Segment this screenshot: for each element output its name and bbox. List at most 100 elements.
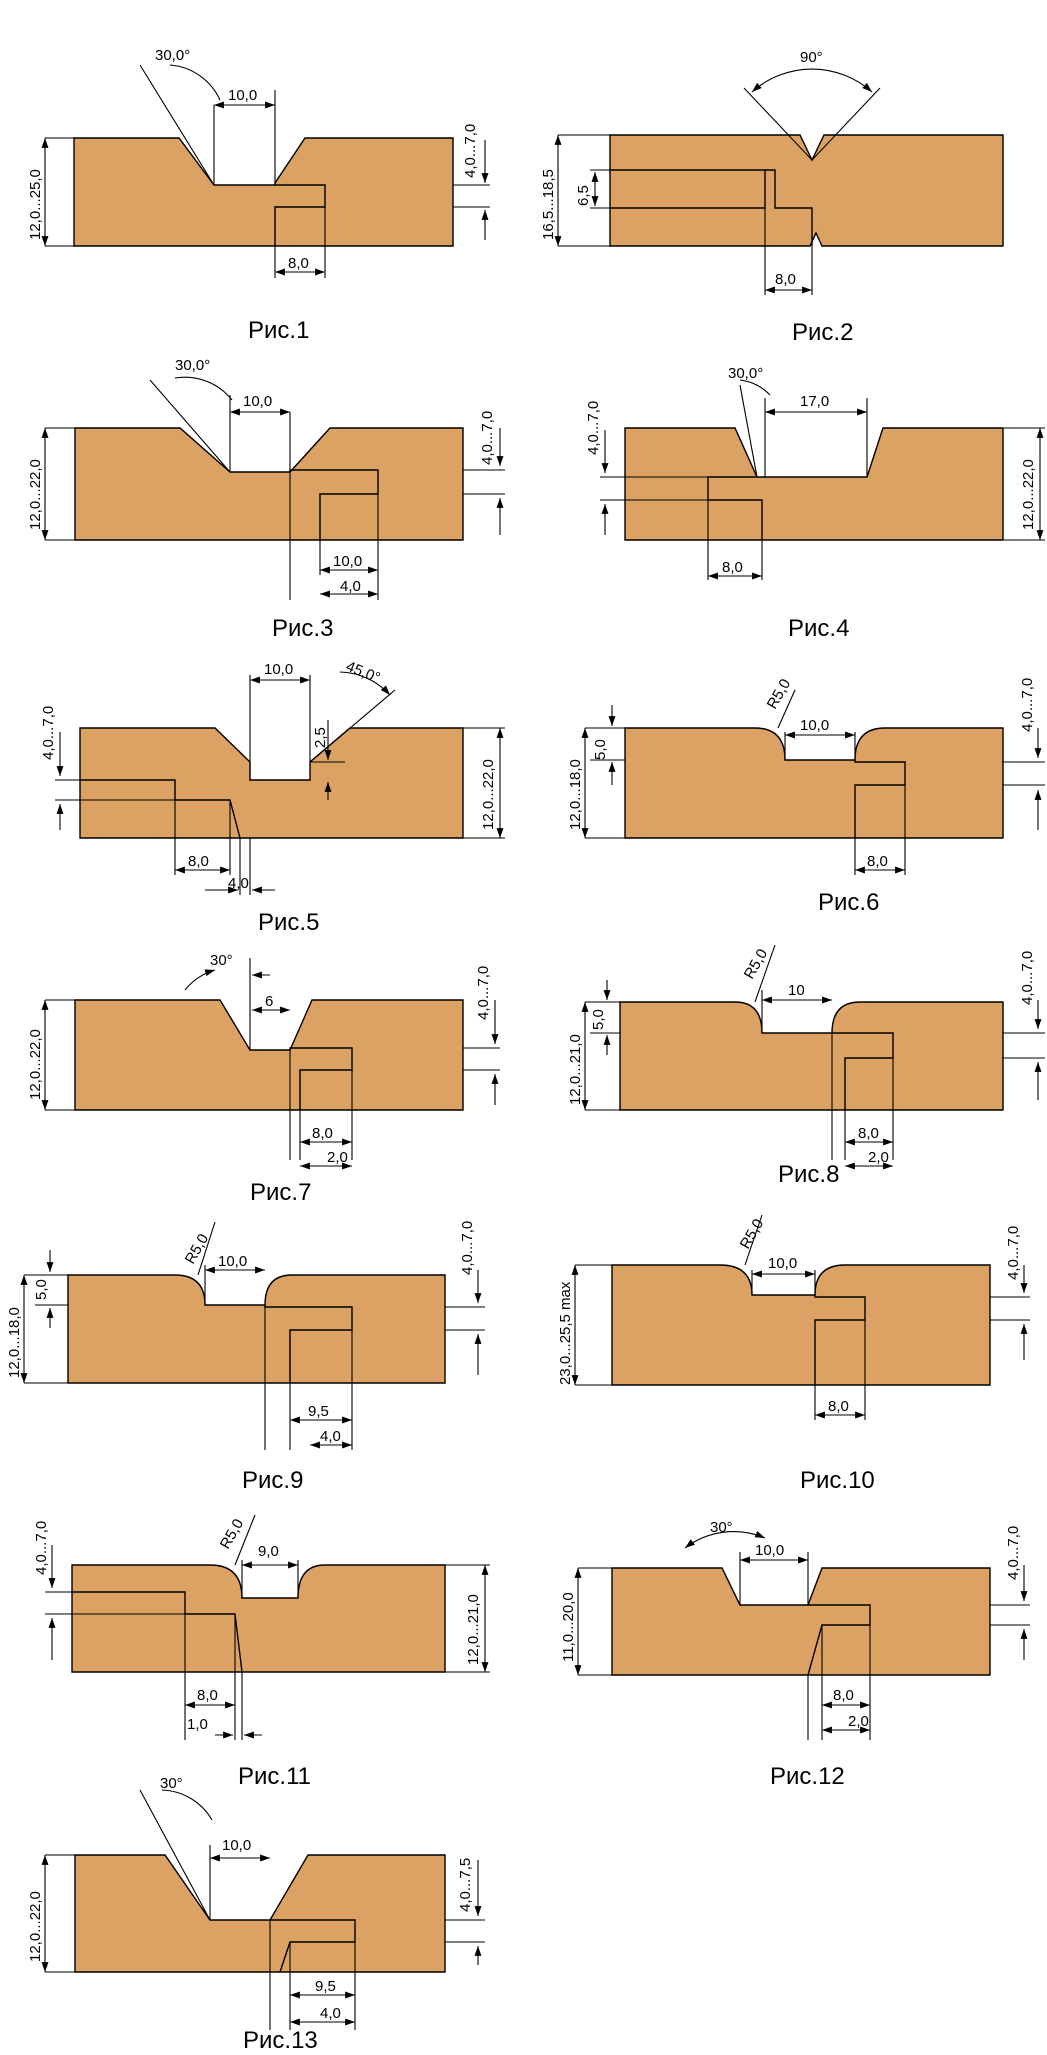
- angle-label: 30,0°: [728, 365, 763, 382]
- figure-8: R5,0 10 5,0 4,0...7,0 12,0...21,0 8,0 2,…: [567, 944, 1045, 1188]
- board-profile: [611, 1264, 991, 1386]
- figure-4: 30,0° 17,0 4,0...7,0 12,0...22,0 8,0 Рис…: [585, 365, 1045, 642]
- offset-label: 1,0: [187, 1716, 208, 1733]
- depth-range-label: 4,0...7,0: [459, 1221, 476, 1275]
- groove-width-label: 10,0: [800, 717, 829, 734]
- tongue-length-label: 9,5: [315, 1978, 336, 1995]
- figure-12: 30° 10,0 4,0...7,0 11,0...20,0 8,0 2,0 Р…: [560, 1519, 1030, 1790]
- radius-depth-label: 5,0: [590, 1009, 607, 1030]
- tongue-length-label: 8,0: [197, 1687, 218, 1704]
- radius-label: R5,0: [741, 946, 772, 982]
- offset-label: 2,0: [868, 1149, 889, 1166]
- depth-range-label: 4,0...7,0: [475, 966, 492, 1020]
- figure-9: R5,0 10,0 5,0 4,0...7,0 12,0...18,0 9,5 …: [6, 1221, 485, 1494]
- groove-width-label: 6: [265, 993, 273, 1010]
- figure-7: 30° 6 4,0...7,0 12,0...22,0 8,0 2,0 Рис.…: [27, 952, 500, 1206]
- thickness-range-label: 11,0...20,0: [560, 1592, 577, 1662]
- figure-13: 30° 10,0 4,0...7,5 12,0...22,0 9,5 4,0 Р…: [27, 1775, 485, 2054]
- groove-width-label: 10,0: [243, 393, 272, 410]
- tongue-length-label: 8,0: [722, 559, 743, 576]
- groove-width-label: 10,0: [755, 1542, 784, 1559]
- thickness-range-label: 16,5...18,5: [540, 169, 557, 240]
- board-profile: [74, 999, 464, 1111]
- figure-6: R5,0 10,0 5,0 4,0...7,0 12,0...18,0 8,0 …: [567, 676, 1045, 916]
- radius-label: R5,0: [737, 1216, 768, 1252]
- board-profile: [624, 427, 1004, 541]
- board-profile: [74, 427, 464, 541]
- angle-label: 30°: [710, 1519, 733, 1536]
- groove-width-label: 10,0: [228, 87, 257, 104]
- depth-range-label: 4,0...7,0: [40, 706, 57, 760]
- groove-width-label: 17,0: [800, 393, 829, 410]
- thickness-range-label: 23,0...25,5 max: [557, 1281, 574, 1385]
- radius-label: R5,0: [182, 1231, 213, 1267]
- figure-caption: Рис.12: [770, 1763, 845, 1790]
- tongue-length-label: 8,0: [833, 1687, 854, 1704]
- thickness-range-label: 12,0...18,0: [6, 1307, 23, 1378]
- figure-caption: Рис.1: [248, 317, 309, 344]
- thickness-range-label: 12,0...21,0: [465, 1594, 482, 1665]
- depth-range-label: 4,0...7,0: [1019, 951, 1036, 1005]
- depth-range-label: 4,0...7,0: [1005, 1226, 1022, 1280]
- board-profile: [624, 727, 1004, 839]
- angle-label: 30,0°: [155, 47, 190, 64]
- figure-1: 30,0° 10,0 4,0...7,0 12,0...25,0 8,0 Рис…: [27, 47, 490, 344]
- board-profile: [74, 1854, 446, 1973]
- depth-range-label: 4,0...7,0: [479, 411, 496, 465]
- thickness-range-label: 12,0...22,0: [27, 1891, 44, 1962]
- board-profile: [73, 137, 454, 247]
- board-profile: [71, 1564, 446, 1673]
- groove-width-label: 10,0: [768, 1255, 797, 1272]
- thickness-range-label: 12,0...18,0: [567, 759, 584, 830]
- offset-label: 4,0: [228, 875, 249, 892]
- tongue-length-label: 8,0: [858, 1125, 879, 1142]
- tongue-length-label: 10,0: [333, 553, 362, 570]
- tongue-length-label: 8,0: [312, 1125, 333, 1142]
- figure-caption: Рис.2: [792, 319, 853, 346]
- groove-width-label: 10,0: [218, 1253, 247, 1270]
- angle-label: 90°: [800, 49, 823, 66]
- depth-range-label: 4,0...7,0: [1019, 678, 1036, 732]
- figure-caption: Рис.13: [243, 2027, 318, 2054]
- figure-10: R5,0 10,0 4,0...7,0 23,0...25,5 max 8,0 …: [557, 1214, 1030, 1494]
- chamfer-label: 2,5: [312, 727, 329, 748]
- radius-depth-label: 5,0: [33, 1279, 50, 1300]
- figure-caption: Рис.3: [272, 615, 333, 642]
- offset-label: 4,0: [320, 1428, 341, 1445]
- figure-5: 10,0 45,0° 2,5 4,0...7,0 12,0...22,0 8,0…: [40, 658, 505, 936]
- tongue-length-label: 8,0: [775, 271, 796, 288]
- groove-width-label: 10,0: [264, 661, 293, 678]
- offset-label: 4,0: [340, 578, 361, 595]
- board-profile: [79, 727, 464, 839]
- depth-range-label: 4,0...7,0: [585, 401, 602, 455]
- thickness-range-label: 12,0...22,0: [480, 759, 497, 830]
- angle-label: 45,0°: [344, 658, 383, 687]
- board-profile: [619, 1001, 1004, 1111]
- board-profile: [611, 1567, 991, 1676]
- groove-width-label: 10: [788, 982, 805, 999]
- figure-11: R5,0 9,0 4,0...7,0 12,0...21,0 8,0 1,0 Р…: [33, 1514, 490, 1790]
- figure-caption: Рис.9: [242, 1467, 303, 1494]
- tongue-length-label: 8,0: [188, 853, 209, 870]
- tongue-length-label: 8,0: [867, 853, 888, 870]
- offset-label: 2,0: [327, 1149, 348, 1166]
- depth-range-label: 4,0...7,0: [462, 124, 479, 178]
- angle-label: 30°: [210, 952, 233, 969]
- tongue-length-label: 8,0: [828, 1398, 849, 1415]
- offset-label: 6,5: [575, 185, 592, 206]
- offset-label: 4,0: [320, 2005, 341, 2022]
- thickness-range-label: 12,0...22,0: [1020, 459, 1037, 530]
- board-profile: [609, 134, 1004, 247]
- tongue-length-label: 8,0: [288, 255, 309, 272]
- thickness-range-label: 12,0...21,0: [567, 1034, 584, 1105]
- figure-caption: Рис.11: [238, 1763, 311, 1790]
- board-profile: [67, 1274, 446, 1384]
- tongue-length-label: 9,5: [308, 1403, 329, 1420]
- thickness-range-label: 12,0...22,0: [27, 1029, 44, 1100]
- figure-caption: Рис.4: [788, 615, 849, 642]
- offset-label: 2,0: [848, 1713, 869, 1730]
- angle-label: 30°: [160, 1775, 183, 1792]
- figure-caption: Рис.8: [778, 1161, 839, 1188]
- depth-range-label: 4,0...7,0: [1005, 1526, 1022, 1580]
